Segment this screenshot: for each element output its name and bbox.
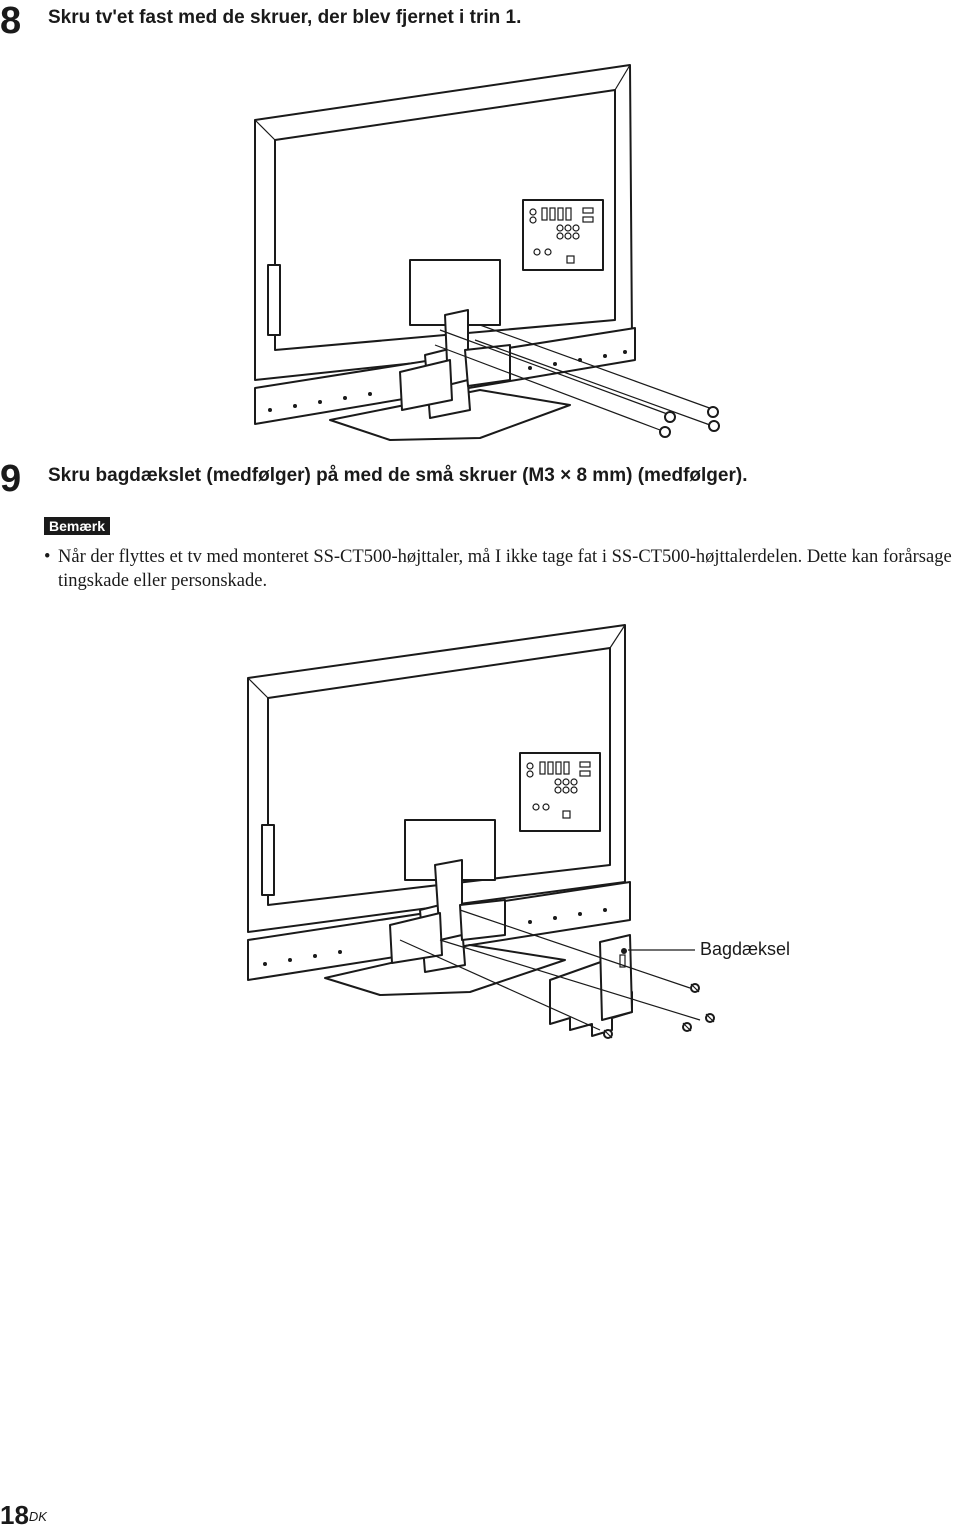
side-connectors [261,824,275,896]
bullet-marker: • [44,547,51,567]
screw-guide-lines [434,324,716,431]
step-8: 8 Skru tv'et fast med de skruer, der ble… [0,2,521,40]
rear-cover-illustration [247,624,715,1039]
callout-label-rear-cover: Bagdæksel [700,939,791,959]
page-number-value: 18 [0,1500,29,1530]
speaker-holes [268,350,627,412]
page-number: 18DK [0,1500,47,1530]
step-instruction: Skru tv'et fast med de skruer, der blev … [48,7,522,28]
tv-speaker-screws-illustration [254,64,720,441]
note-badge: Bemærk [44,517,111,535]
note-text: • Når der flyttes et tv med monteret SS-… [44,545,956,593]
side-connectors [267,264,281,336]
note-body: Når der flyttes et tv med monteret SS-CT… [58,547,952,591]
step-instruction: Skru bagdækslet (medfølger) på med de sm… [48,465,748,486]
screw-guide-lines [399,909,701,1031]
speaker-holes [263,908,607,966]
page-number-suffix: DK [28,1509,47,1524]
screw-icon [659,406,720,438]
screw-icon [603,983,715,1039]
terminal-connectors [526,761,591,819]
step-number: 8 [0,0,21,42]
terminal-connectors [529,207,594,264]
step-number: 9 [0,458,21,500]
step-9: 9 Skru bagdækslet (medfølger) på med de … [0,460,747,498]
